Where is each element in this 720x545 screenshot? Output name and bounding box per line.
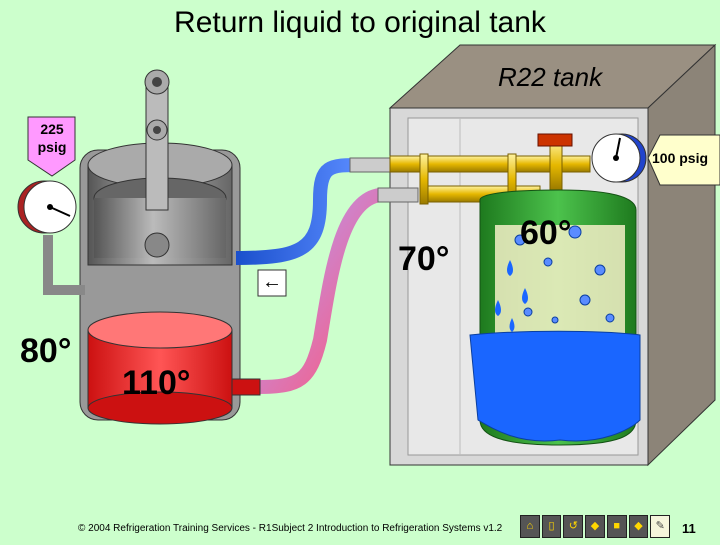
compressor-gauge-icon [18,181,76,233]
flow-arrow-icon: ← [262,271,282,294]
tank-label: R22 tank [498,62,602,93]
slide-title: Return liquid to original tank [0,6,720,40]
pencil-icon[interactable]: ✎ [650,515,670,538]
return-icon[interactable]: ↺ [563,515,583,538]
box-temperature: 70° [398,240,449,279]
compressor-liquid-temperature: 110° [122,364,190,403]
next-icon[interactable]: ◆ [629,515,649,538]
home-icon[interactable]: ⌂ [520,515,540,538]
page-icon[interactable]: ▯ [542,515,562,538]
compressor-gauge-line [48,235,85,290]
tank-gauge-reading: 100 psig [652,150,708,166]
page-number: 11 [682,521,696,536]
tank-gauge-icon [592,134,646,182]
footer-copyright: © 2004 Refrigeration Training Services -… [78,523,502,534]
tank-temperature: 60° [520,214,571,253]
stop-icon[interactable]: ■ [607,515,627,538]
ambient-temperature: 80° [20,332,71,371]
diamond-icon[interactable]: ◆ [585,515,605,538]
compressor-gauge-reading: 225 psig [30,120,74,156]
navigation-bar: ⌂ ▯ ↺ ◆ ■ ◆ ✎ [520,515,670,538]
